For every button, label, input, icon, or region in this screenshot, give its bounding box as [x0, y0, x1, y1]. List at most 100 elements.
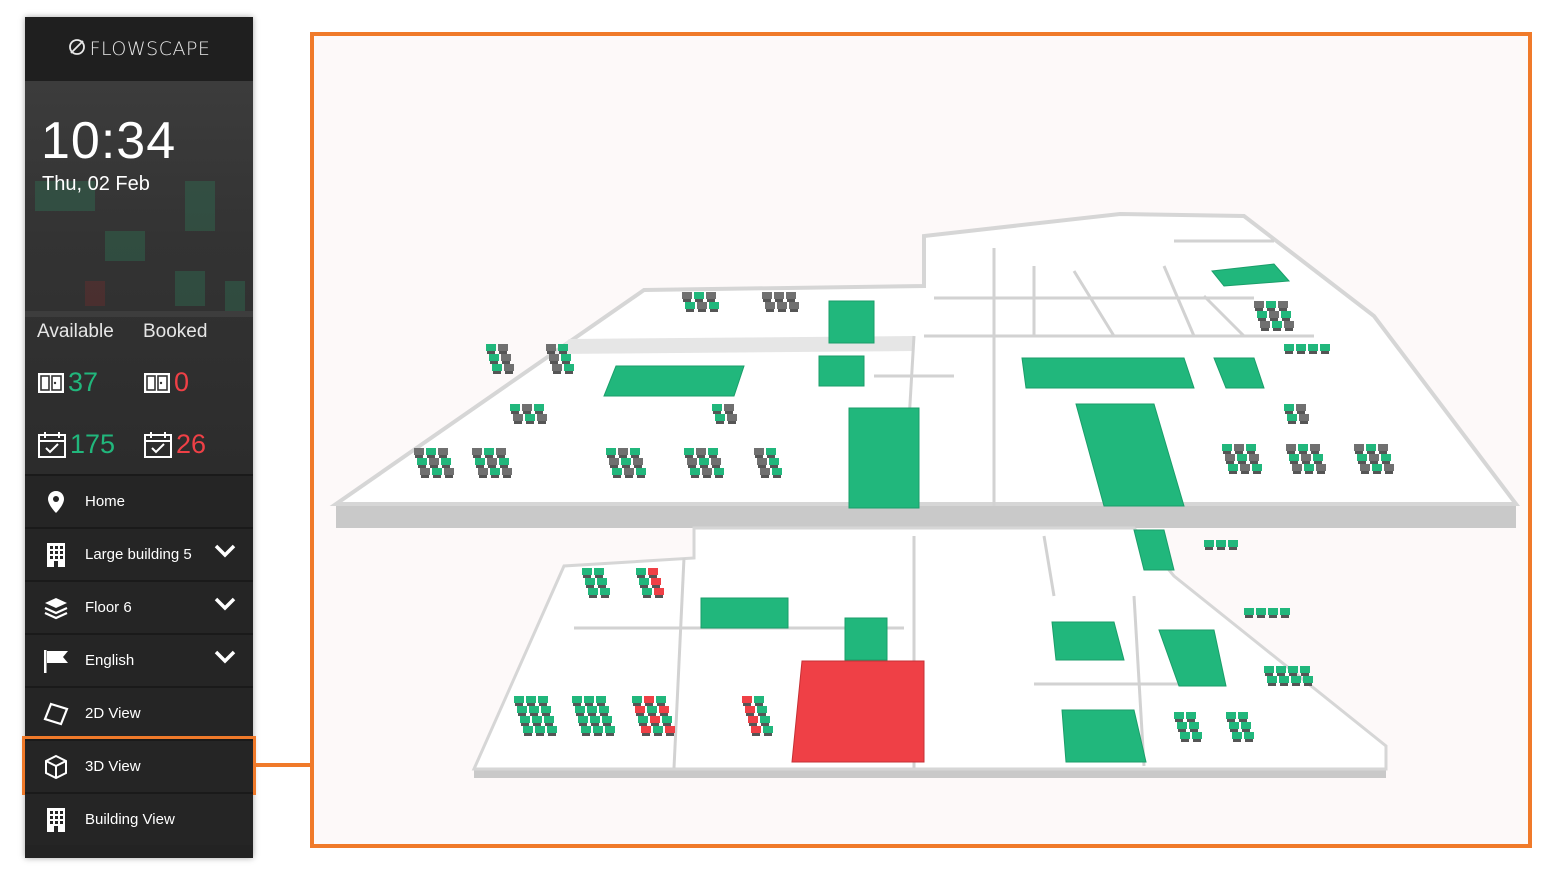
desk[interactable]	[1287, 414, 1297, 421]
desk[interactable]	[621, 458, 631, 465]
desk[interactable]	[490, 468, 500, 475]
desk[interactable]	[1192, 732, 1202, 739]
desk[interactable]	[624, 468, 634, 475]
desk[interactable]	[1174, 712, 1184, 719]
desk[interactable]	[1238, 712, 1248, 719]
desk[interactable]	[757, 706, 767, 713]
desk[interactable]	[582, 568, 592, 575]
desk[interactable]	[702, 468, 712, 475]
desk[interactable]	[1276, 666, 1286, 673]
desk[interactable]	[1222, 444, 1232, 451]
desk[interactable]	[636, 568, 646, 575]
menu-item-building[interactable]: Large building 5	[25, 527, 253, 580]
desk[interactable]	[1292, 464, 1302, 471]
desk[interactable]	[597, 578, 607, 585]
desk[interactable]	[1228, 464, 1238, 471]
desk[interactable]	[1286, 444, 1296, 451]
desk[interactable]	[522, 404, 532, 411]
desk[interactable]	[1180, 732, 1190, 739]
desk[interactable]	[1228, 540, 1238, 547]
desk[interactable]	[641, 726, 651, 733]
desk[interactable]	[633, 458, 643, 465]
desk[interactable]	[1257, 311, 1267, 318]
desk[interactable]	[659, 706, 669, 713]
desk[interactable]	[1291, 676, 1301, 683]
desk[interactable]	[1372, 464, 1382, 471]
desk[interactable]	[590, 716, 600, 723]
desk[interactable]	[1204, 540, 1214, 547]
desk[interactable]	[724, 404, 734, 411]
desk[interactable]	[636, 468, 646, 475]
desk[interactable]	[715, 414, 725, 421]
desk[interactable]	[1289, 454, 1299, 461]
desk[interactable]	[786, 292, 796, 299]
desk[interactable]	[685, 302, 695, 309]
desk[interactable]	[1296, 404, 1306, 411]
desk[interactable]	[600, 588, 610, 595]
desk[interactable]	[699, 458, 709, 465]
desk[interactable]	[596, 696, 606, 703]
desk[interactable]	[1268, 608, 1278, 615]
desk[interactable]	[1300, 666, 1310, 673]
desk[interactable]	[581, 726, 591, 733]
desk[interactable]	[754, 696, 764, 703]
desk[interactable]	[593, 726, 603, 733]
desk[interactable]	[1240, 464, 1250, 471]
desk[interactable]	[1241, 722, 1251, 729]
desk[interactable]	[510, 404, 520, 411]
desk[interactable]	[532, 716, 542, 723]
desk[interactable]	[558, 344, 568, 351]
desk[interactable]	[525, 414, 535, 421]
desk[interactable]	[514, 696, 524, 703]
desk[interactable]	[690, 468, 700, 475]
desk[interactable]	[1288, 666, 1298, 673]
desk[interactable]	[777, 302, 787, 309]
desk[interactable]	[642, 588, 652, 595]
desk[interactable]	[1216, 540, 1226, 547]
desk[interactable]	[1232, 732, 1242, 739]
desk[interactable]	[487, 458, 497, 465]
desk[interactable]	[1357, 454, 1367, 461]
chevron-down-icon[interactable]	[213, 543, 237, 564]
desk[interactable]	[1266, 301, 1276, 308]
desk[interactable]	[694, 292, 704, 299]
desk[interactable]	[478, 468, 488, 475]
desk[interactable]	[1369, 454, 1379, 461]
desk[interactable]	[605, 726, 615, 733]
desk[interactable]	[552, 364, 562, 371]
desk[interactable]	[1308, 344, 1318, 351]
desk[interactable]	[1298, 444, 1308, 451]
desk[interactable]	[585, 578, 595, 585]
desk[interactable]	[1269, 311, 1279, 318]
desk[interactable]	[696, 448, 706, 455]
desk[interactable]	[1299, 414, 1309, 421]
upper-floor-desks[interactable]	[414, 292, 1394, 478]
desk[interactable]	[1272, 321, 1282, 328]
desk[interactable]	[1296, 344, 1306, 351]
desk[interactable]	[712, 404, 722, 411]
menu-item-floor[interactable]: Floor 6	[25, 580, 253, 633]
desk[interactable]	[772, 468, 782, 475]
desk[interactable]	[708, 448, 718, 455]
desk[interactable]	[1384, 464, 1394, 471]
desk[interactable]	[484, 448, 494, 455]
desk[interactable]	[472, 448, 482, 455]
desk[interactable]	[639, 578, 649, 585]
desk[interactable]	[609, 458, 619, 465]
desk[interactable]	[602, 716, 612, 723]
desk[interactable]	[1316, 464, 1326, 471]
desk[interactable]	[1256, 608, 1266, 615]
desk[interactable]	[561, 354, 571, 361]
desk[interactable]	[529, 706, 539, 713]
desk[interactable]	[606, 448, 616, 455]
desk[interactable]	[1186, 712, 1196, 719]
desk[interactable]	[714, 468, 724, 475]
desk[interactable]	[517, 706, 527, 713]
desk[interactable]	[682, 292, 692, 299]
menu-item-3d-view[interactable]: 3D View	[22, 736, 256, 795]
desk[interactable]	[564, 364, 574, 371]
desk[interactable]	[711, 458, 721, 465]
desk[interactable]	[1229, 722, 1239, 729]
desk[interactable]	[644, 696, 654, 703]
desk[interactable]	[648, 568, 658, 575]
